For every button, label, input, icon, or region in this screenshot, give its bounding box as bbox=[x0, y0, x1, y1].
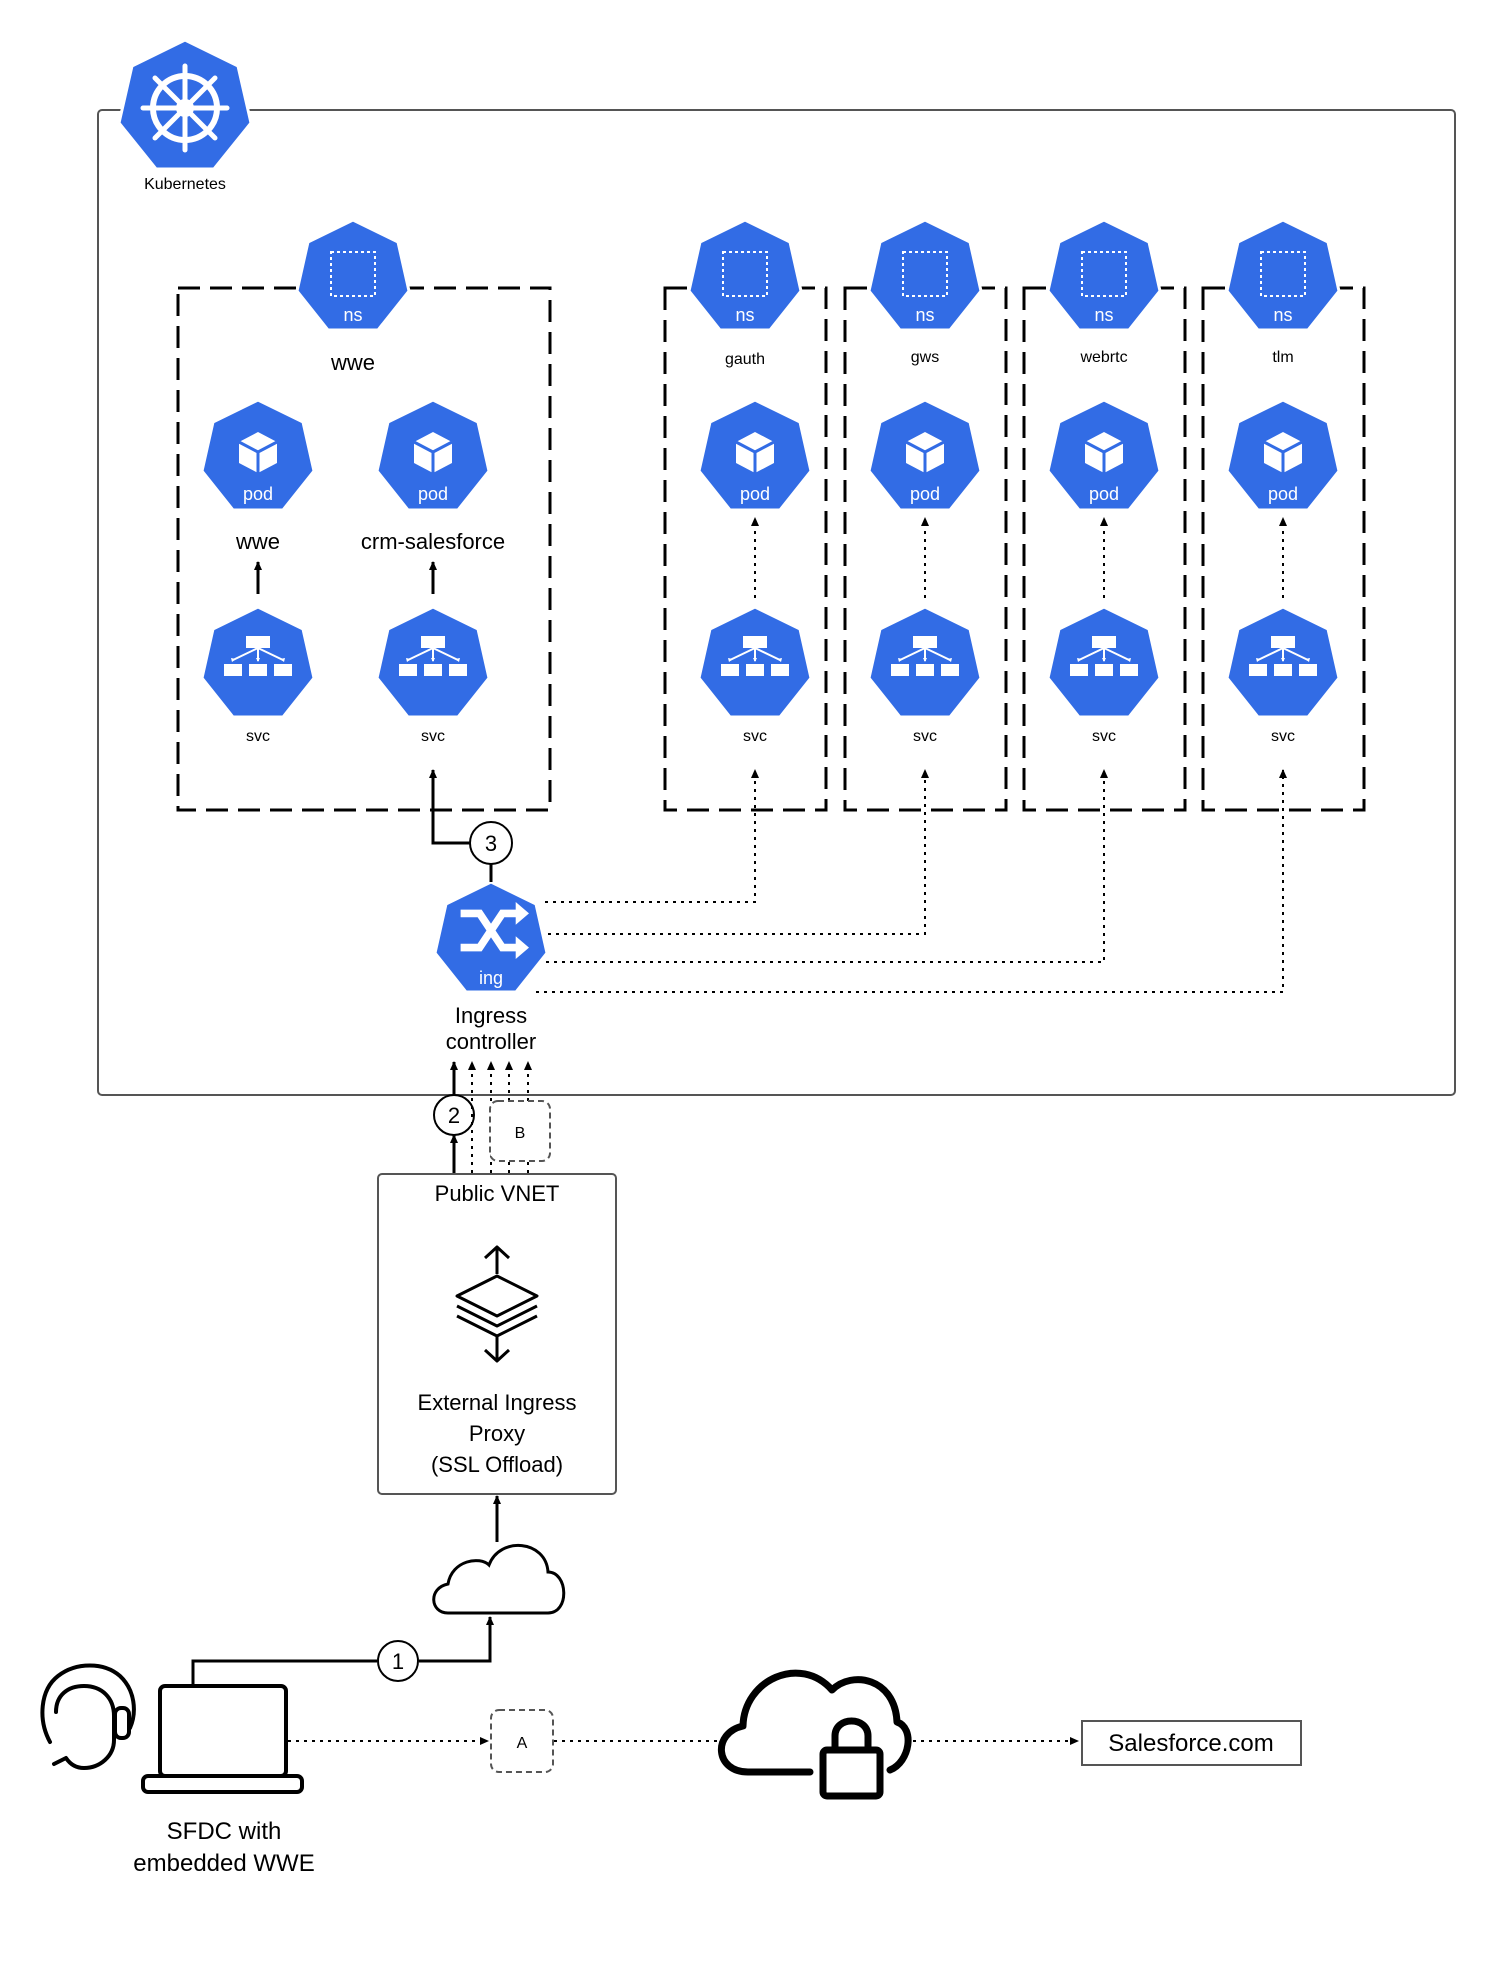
svg-text:ns: ns bbox=[915, 305, 934, 325]
pod-icon-gauth: pod bbox=[697, 398, 813, 512]
ingress-caption-line2: controller bbox=[446, 1029, 536, 1054]
namespace-name-gauth: gauth bbox=[725, 351, 765, 368]
svg-text:B: B bbox=[515, 1125, 526, 1142]
svc-label-wwe: svc bbox=[246, 728, 270, 745]
svc-label-tlm: svc bbox=[1271, 728, 1295, 745]
namespace-name-webrtc: webrtc bbox=[1079, 349, 1127, 366]
client-label-line2: embedded WWE bbox=[133, 1850, 314, 1877]
svc-label-gws: svc bbox=[913, 728, 937, 745]
svg-text:pod: pod bbox=[418, 484, 448, 504]
arrow-ingress-to-webrtc-svc bbox=[546, 769, 1108, 963]
pod-name-wwe: wwe bbox=[235, 529, 280, 554]
pod-icon-wwe: pod bbox=[200, 398, 316, 512]
svg-text:3: 3 bbox=[485, 831, 497, 856]
proxy-layers-icon bbox=[455, 1245, 539, 1363]
client-label-line1: SFDC with bbox=[167, 1818, 282, 1845]
headset-user-icon bbox=[40, 1663, 136, 1770]
arrow-ingress-to-gws-svc bbox=[548, 769, 929, 935]
internet-cloud-icon bbox=[432, 1543, 566, 1615]
pod-icon-crm-salesforce: pod bbox=[375, 398, 491, 512]
svg-text:ns: ns bbox=[735, 305, 754, 325]
svg-text:ing: ing bbox=[479, 968, 503, 988]
kubernetes-title: Kubernetes bbox=[144, 176, 226, 193]
namespace-name-wwe: wwe bbox=[330, 350, 375, 375]
salesforce-label: Salesforce.com bbox=[1108, 1730, 1273, 1757]
ns-icon-gauth: ns bbox=[687, 218, 803, 332]
ingress-controller-icon: ing bbox=[433, 880, 549, 994]
ns-icon-webrtc: ns bbox=[1046, 218, 1162, 332]
svc-icon-wwe bbox=[200, 605, 316, 719]
kubernetes-logo-icon bbox=[117, 38, 253, 171]
svg-text:pod: pod bbox=[1089, 484, 1119, 504]
public-vnet-title: Public VNET bbox=[435, 1181, 560, 1206]
arrow-laptop-to-cloud bbox=[191, 1617, 490, 1686]
svg-text:ns: ns bbox=[1273, 305, 1292, 325]
marker-b: B bbox=[489, 1100, 551, 1162]
svg-text:A: A bbox=[517, 1735, 528, 1752]
ingress-caption-line1: Ingress bbox=[455, 1003, 527, 1028]
proxy-label-line2: Proxy bbox=[469, 1421, 525, 1446]
ns-icon-tlm: ns bbox=[1225, 218, 1341, 332]
svg-text:ns: ns bbox=[343, 305, 362, 325]
step-3-marker: 3 bbox=[469, 821, 513, 865]
step-1-marker: 1 bbox=[377, 1640, 419, 1682]
ns-icon-gws: ns bbox=[867, 218, 983, 332]
pod-icon-tlm: pod bbox=[1225, 398, 1341, 512]
kubernetes-cluster-frame bbox=[97, 109, 1456, 1096]
secure-cloud-icon bbox=[717, 1669, 912, 1800]
namespace-name-tlm: tlm bbox=[1272, 349, 1293, 366]
svc-icon-tlm bbox=[1225, 605, 1341, 719]
svc-label-crm-salesforce: svc bbox=[421, 728, 445, 745]
svg-text:pod: pod bbox=[740, 484, 770, 504]
ns-icon-wwe: ns bbox=[295, 218, 411, 332]
svc-label-webrtc: svc bbox=[1092, 728, 1116, 745]
arrow-ingress-to-crm-salesforce-svc bbox=[433, 770, 493, 882]
svc-icon-crm-salesforce bbox=[375, 605, 491, 719]
pod-name-crm-salesforce: crm-salesforce bbox=[361, 529, 505, 554]
svc-label-gauth: svc bbox=[743, 728, 767, 745]
svc-icon-gauth bbox=[697, 605, 813, 719]
pod-icon-gws: pod bbox=[867, 398, 983, 512]
svg-text:1: 1 bbox=[392, 1649, 404, 1674]
step-2-marker: 2 bbox=[433, 1094, 475, 1136]
proxy-label-line3: (SSL Offload) bbox=[431, 1452, 563, 1477]
svc-icon-webrtc bbox=[1046, 605, 1162, 719]
arrow-ingress-to-tlm-svc bbox=[536, 769, 1287, 993]
svg-text:ns: ns bbox=[1094, 305, 1113, 325]
svg-text:pod: pod bbox=[243, 484, 273, 504]
svg-text:pod: pod bbox=[1268, 484, 1298, 504]
pod-icon-webrtc: pod bbox=[1046, 398, 1162, 512]
public-vnet-box bbox=[377, 1173, 617, 1495]
marker-a: A bbox=[490, 1709, 554, 1773]
salesforce-box bbox=[1081, 1720, 1302, 1766]
laptop-icon bbox=[141, 1684, 304, 1794]
arrow-ingress-to-gauth-svc bbox=[545, 769, 759, 903]
namespace-name-gws: gws bbox=[911, 349, 939, 366]
svc-icon-gws bbox=[867, 605, 983, 719]
proxy-label-line1: External Ingress bbox=[418, 1390, 577, 1415]
svg-text:pod: pod bbox=[910, 484, 940, 504]
svg-text:2: 2 bbox=[448, 1103, 460, 1128]
